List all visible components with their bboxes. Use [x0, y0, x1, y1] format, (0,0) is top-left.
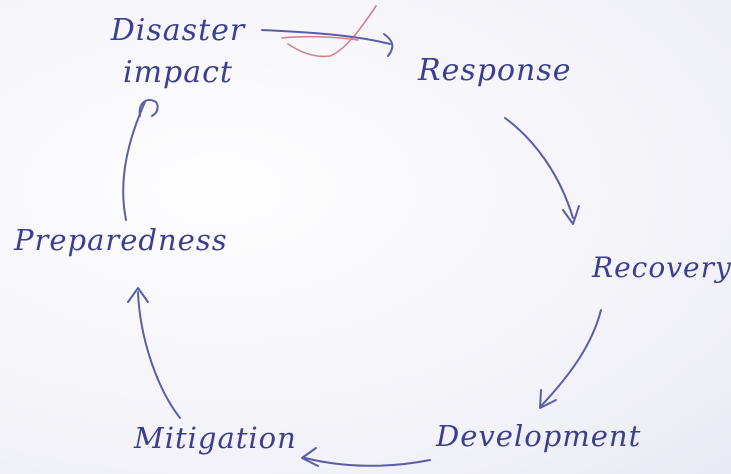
node-mitigation: Mitigation	[134, 421, 297, 455]
node-development: Development	[436, 419, 642, 453]
arrowhead-disaster-to-response	[383, 33, 394, 57]
arrow-response-to-recovery	[504, 117, 574, 219]
arrowhead-response-to-recovery	[562, 205, 580, 225]
arrow-mitigation-to-preparedness	[137, 291, 181, 419]
node-disaster-impact-line1: Disaster	[110, 13, 246, 48]
node-preparedness: Preparedness	[14, 223, 228, 257]
arrow-preparedness-to-disaster	[122, 101, 146, 221]
node-disaster-impact: Disaster impact	[108, 10, 248, 94]
node-disaster-impact-line2: impact	[123, 55, 233, 90]
arrowhead-development-to-mitigation	[301, 447, 319, 467]
node-recovery: Recovery	[592, 251, 731, 284]
node-response: Response	[418, 53, 572, 88]
arrowhead-mitigation-to-preparedness	[127, 287, 149, 303]
arrow-recovery-to-development	[541, 309, 602, 406]
arrowhead-preparedness-to-disaster	[138, 98, 159, 117]
red-pen-mark	[287, 5, 377, 58]
red-pen-mark-2	[281, 35, 359, 41]
arrowhead-recovery-to-development	[539, 389, 557, 409]
arrow-development-to-mitigation	[304, 457, 431, 467]
arrow-disaster-to-response	[261, 29, 391, 45]
